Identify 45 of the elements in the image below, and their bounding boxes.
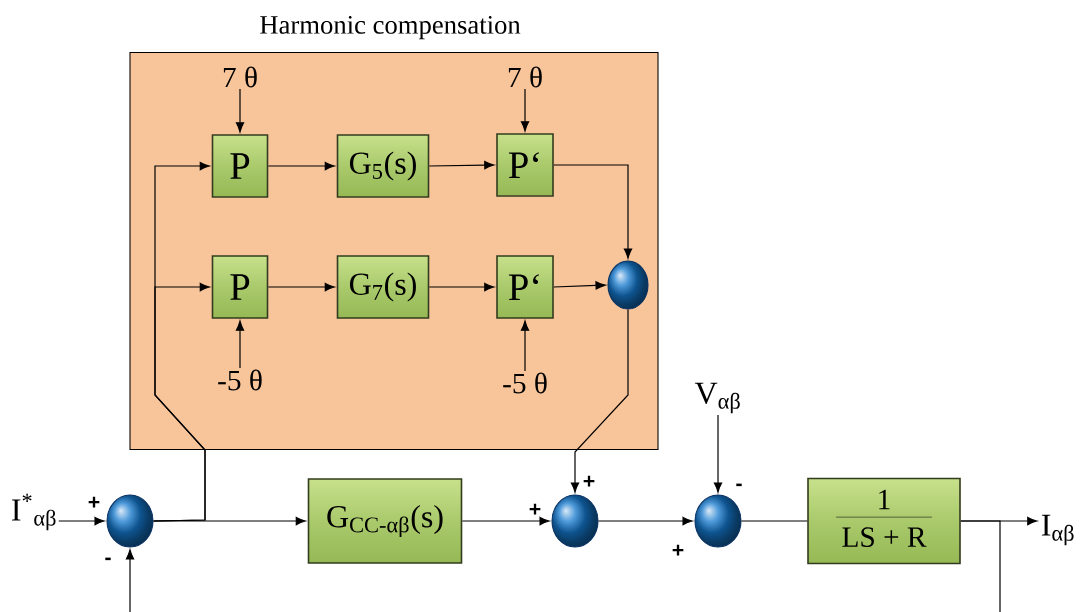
arrow — [553, 164, 633, 259]
block-box: G$_{7}$(s) — [336, 255, 430, 319]
node-label: Harmonic compensation — [260, 15, 521, 40]
block-box: P‘ — [496, 133, 554, 197]
block-box: G$_{CC-αβ}$(s) — [307, 478, 463, 564]
block-box: P — [211, 255, 269, 319]
arrow — [58, 516, 105, 526]
arrow — [570, 308, 629, 493]
block-box: 1 LS + R — [807, 477, 961, 565]
block-box: G$_{5}$(s) — [336, 134, 430, 198]
arrow — [597, 516, 693, 526]
sign-label: + — [88, 496, 100, 508]
signal-label: -5 θ — [218, 369, 262, 391]
arrow — [461, 516, 550, 526]
summing-junction — [607, 260, 649, 310]
sign-label: - — [736, 483, 742, 487]
arrow — [428, 282, 495, 292]
block-box: P‘ — [496, 255, 554, 319]
connector-line — [960, 520, 1001, 612]
summing-junction — [551, 494, 599, 548]
arrow — [267, 282, 335, 292]
arrow — [235, 320, 245, 369]
arrow — [235, 88, 245, 133]
arrow — [520, 88, 530, 132]
signal-label: I$^{*}$αβ — [12, 493, 56, 531]
arrow — [267, 161, 335, 171]
sign-label: - — [105, 557, 111, 561]
sign-label: + — [529, 503, 541, 515]
arrow — [520, 320, 530, 372]
signal-label: -5 θ — [503, 372, 547, 394]
arrow — [553, 281, 606, 290]
block-box: P — [211, 134, 269, 198]
sign-label: + — [672, 544, 684, 556]
connector-line — [740, 520, 808, 522]
arrow — [152, 282, 210, 522]
summing-junction — [106, 494, 154, 548]
signal-label: 7 θ — [508, 66, 542, 88]
arrow — [713, 414, 723, 493]
signal-label: V$_{αβ}$ — [694, 382, 740, 414]
arrow — [125, 549, 135, 612]
signal-label: I$_{αβ}$ — [1041, 514, 1074, 546]
arrow — [428, 161, 495, 170]
signal-label: 7 θ — [223, 66, 257, 88]
sign-label: + — [583, 475, 595, 487]
summing-junction — [694, 494, 742, 548]
